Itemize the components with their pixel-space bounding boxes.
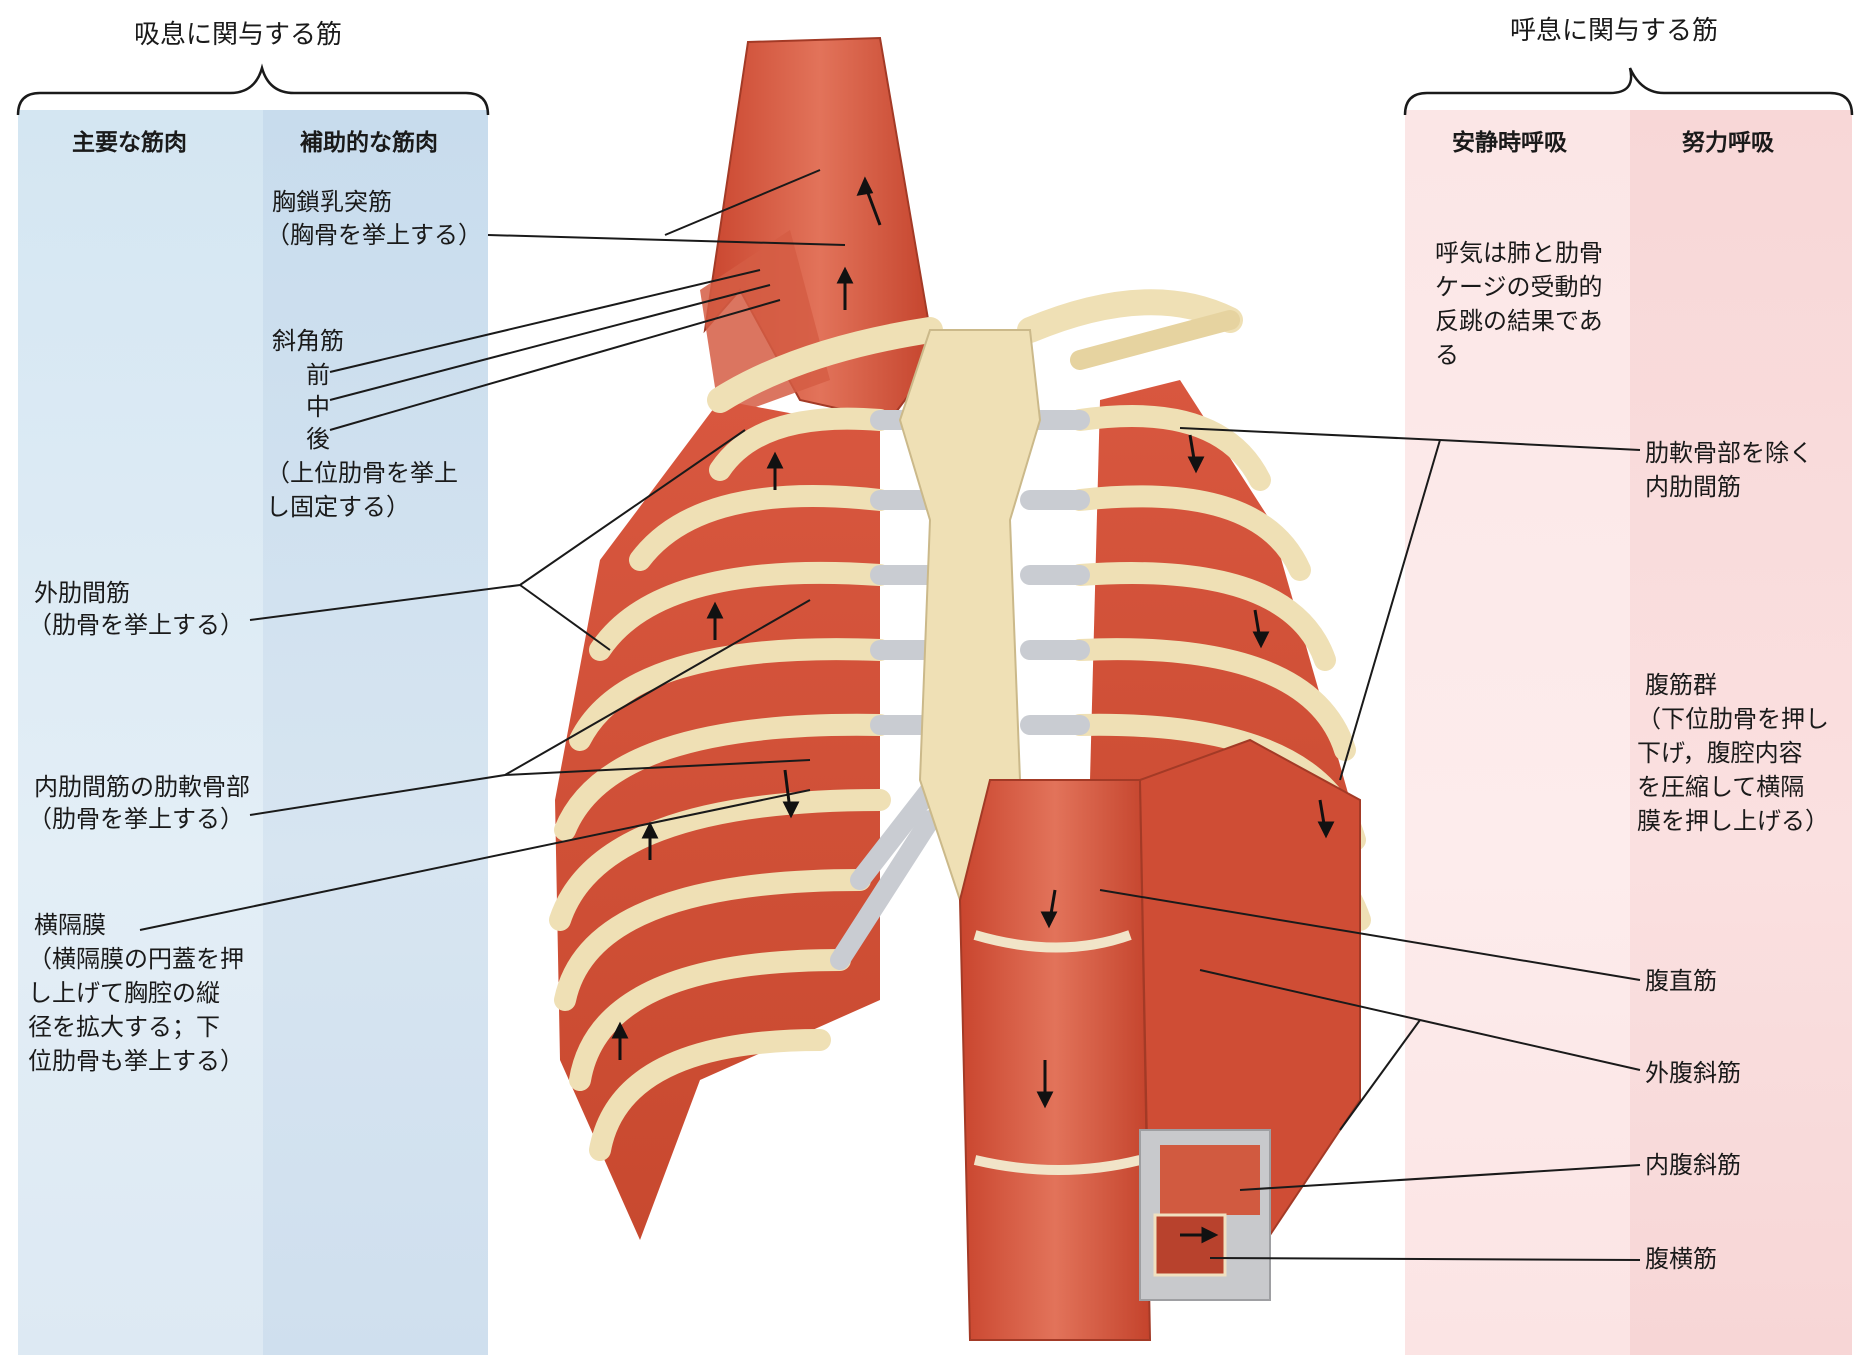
diaphragm-desc: （横隔膜の円蓋を押 し上げて胸腔の縦 径を拡大する；下 位肋骨も挙上する）	[28, 945, 244, 1075]
scalene-middle-label: 中	[306, 393, 330, 421]
internal-intercostal-except-cartilage-label: 肋軟骨部を除く 内肋間筋	[1645, 439, 1813, 501]
inspiration-accessory-column	[263, 110, 488, 1355]
accessory-muscles-header: 補助的な筋肉	[300, 130, 438, 156]
external-intercostal-desc: （肋骨を挙上する）	[28, 611, 244, 639]
internal-oblique-label: 内腹斜筋	[1645, 1151, 1741, 1179]
rectus-abdominis	[958, 779, 1152, 1341]
abdominal-muscles-label: 腹筋群	[1645, 671, 1717, 699]
scalene-desc: （上位肋骨を挙上 し固定する）	[266, 459, 458, 521]
expiration-group-title: 呼息に関与する筋	[1510, 16, 1719, 46]
inspiration-main-column	[18, 110, 263, 1355]
sternocleidomastoid-label: 胸鎖乳突筋	[272, 188, 392, 216]
muscle-arrows	[611, 176, 1335, 1244]
external-oblique-label: 外腹斜筋	[1645, 1059, 1741, 1087]
inspiration-group-title: 吸息に関与する筋	[134, 20, 343, 50]
right-cartilage	[1020, 410, 1110, 810]
leader-lines	[139, 169, 1641, 1261]
left-clavicle	[707, 317, 943, 413]
abdominal-muscles-desc: （下位肋骨を押し 下げ，腹腔内容 を圧縮して横隔 膜を押し上げる）	[1637, 705, 1829, 835]
expiration-quiet-column	[1405, 110, 1630, 1355]
internal-intercostal-cartilage-label: 内肋間筋の肋軟骨部	[34, 773, 250, 801]
right-clavicle	[1017, 289, 1243, 343]
inspiration-brace	[16, 63, 490, 116]
sternocleidomastoid-desc: （胸骨を挙上する）	[266, 221, 482, 249]
expiration-forced-column	[1630, 110, 1852, 1355]
quiet-breathing-header: 安静時呼吸	[1452, 130, 1567, 156]
transversus-window	[1153, 1213, 1227, 1277]
internal-intercostal-cartilage-desc: （肋骨を挙上する）	[28, 805, 244, 833]
rectus-abdominis-label: 腹直筋	[1645, 967, 1717, 995]
left-ribs	[549, 407, 891, 1161]
scalene-posterior-label: 後	[306, 425, 330, 453]
expiration-brace	[1403, 67, 1854, 116]
main-muscles-header: 主要な筋肉	[72, 130, 187, 156]
right-clavicle-cut	[1070, 310, 1240, 370]
forced-breathing-header: 努力呼吸	[1682, 130, 1774, 156]
scalene-anterior-label: 前	[306, 361, 330, 389]
external-intercostal-label: 外肋間筋	[34, 579, 130, 607]
diaphragm-label: 横隔膜	[34, 911, 106, 939]
scalene-label: 斜角筋	[272, 327, 344, 355]
transversus-abdominis-label: 腹横筋	[1645, 1245, 1717, 1273]
tendinous-intersections	[973, 930, 1142, 1175]
quiet-expiration-note: 呼気は肺と肋骨 ケージの受動的 反跳の結果であ る	[1435, 239, 1603, 369]
